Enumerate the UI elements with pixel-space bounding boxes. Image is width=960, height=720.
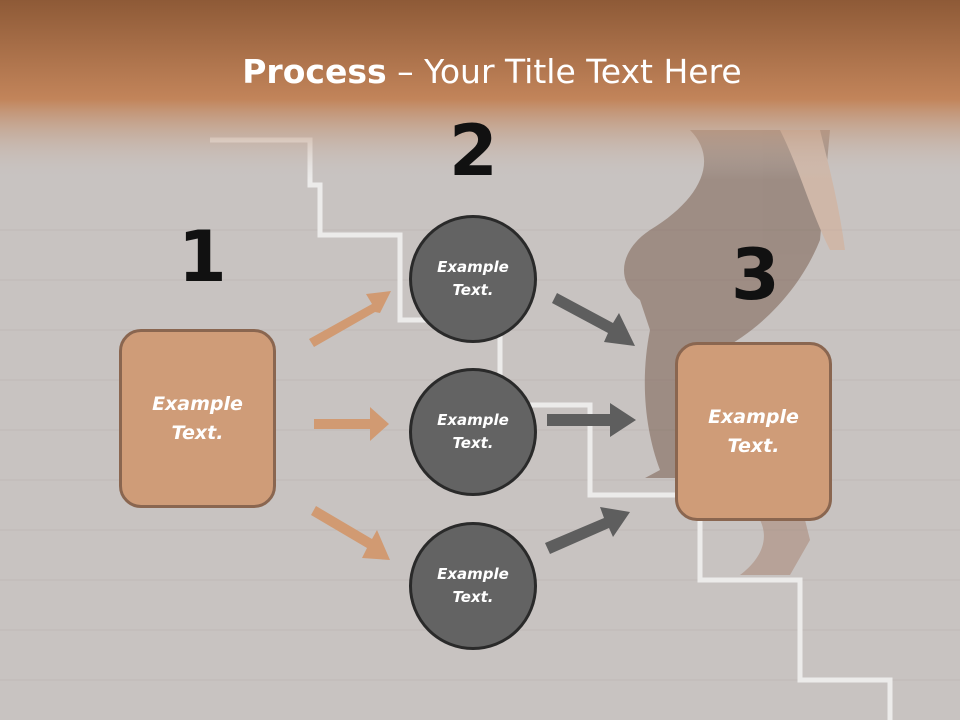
- arrow-2-to-3-middle: [547, 403, 636, 437]
- step-1-text: Example Text.: [152, 392, 243, 444]
- step-2-circle-top-text: Example Text.: [437, 258, 509, 299]
- step-2-circle-bottom: Example Text.: [409, 522, 537, 650]
- step-number-2: 2: [449, 110, 498, 192]
- step-2-circle-top: Example Text.: [409, 215, 537, 343]
- arrow-1-to-2-middle: [314, 407, 389, 441]
- arrow-2-to-3-bottom: [545, 507, 630, 554]
- step-1-box: Example Text.: [119, 329, 276, 508]
- step-3-box: Example Text.: [675, 342, 832, 521]
- step-number-3: 3: [731, 234, 780, 316]
- arrow-2-to-3-top: [552, 293, 635, 346]
- page-title: Process – Your Title Text Here: [242, 52, 742, 91]
- step-2-circle-middle: Example Text.: [409, 368, 537, 496]
- arrow-1-to-2-bottom: [311, 506, 390, 560]
- arrow-1-to-2-top: [309, 291, 391, 347]
- step-number-1: 1: [178, 216, 227, 298]
- step-2-circle-middle-text: Example Text.: [437, 411, 509, 452]
- step-3-text: Example Text.: [708, 405, 799, 457]
- step-2-circle-bottom-text: Example Text.: [437, 565, 509, 606]
